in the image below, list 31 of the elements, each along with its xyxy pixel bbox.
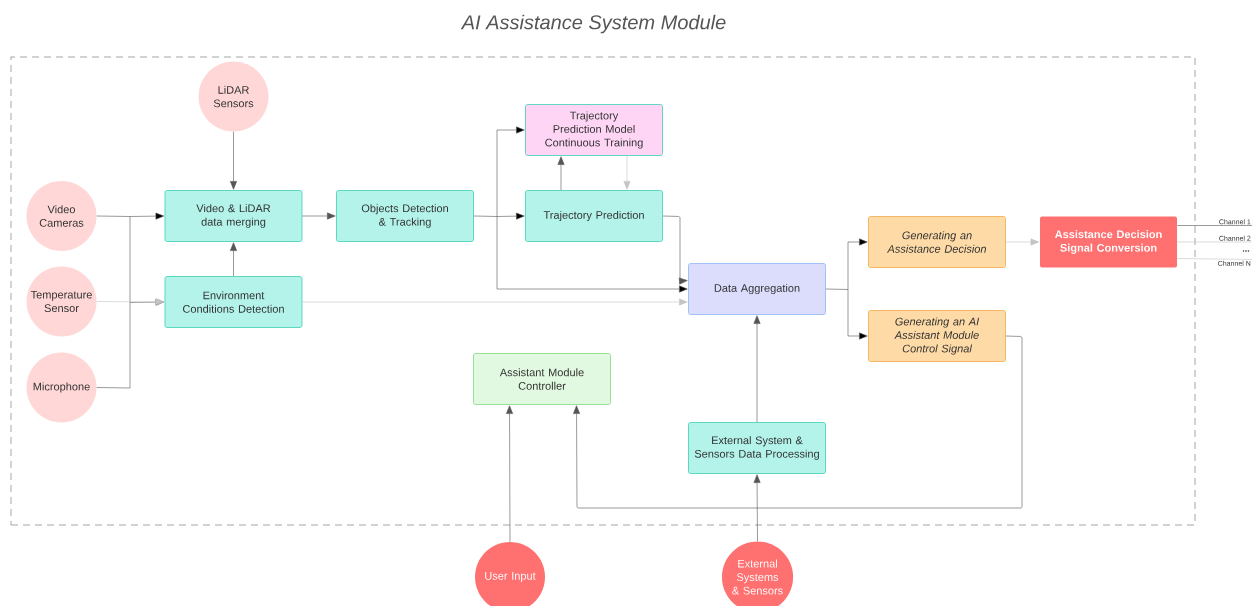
arrow — [753, 315, 761, 423]
diagram-title: AI Assistance System Module — [460, 14, 726, 34]
arrow — [506, 405, 513, 543]
arrow — [573, 335, 1023, 509]
arrow — [96, 212, 165, 389]
arrow — [1005, 238, 1040, 246]
arrow — [825, 238, 868, 340]
process-box: Objects Detection & Tracking — [336, 190, 474, 242]
process-box: External System & Sensors Data Processing — [688, 422, 826, 474]
arrow — [753, 474, 761, 542]
arrow — [96, 298, 165, 306]
ellipsis-label: ... — [1242, 250, 1250, 252]
output-box: Assistance Decision Signal Conversion — [1040, 216, 1177, 268]
process-box: Video & LiDAR data merging — [164, 190, 303, 242]
process-box: Data Aggregation — [688, 263, 826, 315]
process-box: Generating an AI Assistant Module Control Signal — [868, 310, 1006, 362]
arrow — [662, 215, 688, 285]
arrow — [557, 156, 565, 191]
process-box: Environment Conditions Detection — [164, 276, 303, 328]
arrow — [473, 126, 688, 293]
arrow — [230, 131, 237, 190]
arrow — [623, 155, 631, 190]
channel-line — [1177, 225, 1253, 226]
process-box: Trajectory Prediction Model Continuous Training — [525, 104, 663, 156]
controller-box: Assistant Module Controller — [473, 353, 611, 405]
dashed-frame — [10, 56, 1196, 526]
arrow — [302, 298, 688, 306]
arrow — [302, 212, 336, 220]
process-box: Generating an Assistance Decision — [868, 216, 1006, 268]
process-box: Trajectory Prediction — [525, 190, 663, 242]
arrow — [230, 242, 237, 277]
